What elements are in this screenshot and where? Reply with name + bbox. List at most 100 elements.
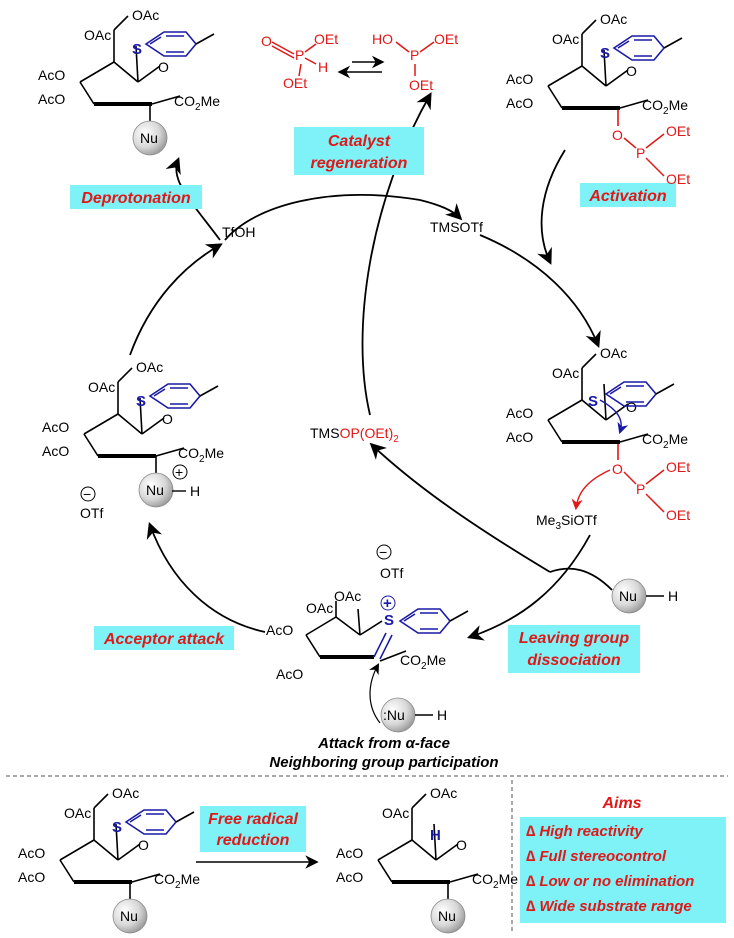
svg-text:S: S [136, 393, 146, 410]
svg-text:OAc: OAc [132, 7, 159, 23]
svg-text:H: H [318, 59, 328, 75]
svg-text:OAc: OAc [84, 27, 111, 43]
svg-text:CO2Me: CO2Me [642, 431, 688, 451]
svg-text:S: S [600, 45, 610, 62]
svg-text:reduction: reduction [217, 832, 290, 849]
svg-text:OEt: OEt [666, 123, 690, 139]
svg-text:O: O [162, 411, 173, 427]
nucleophile-attacking: :Nu H [380, 697, 447, 733]
svg-text:AcO: AcO [266, 622, 293, 638]
svg-text:Nu: Nu [146, 482, 164, 498]
arrow-activation [537, 149, 566, 265]
label-catalyst-regeneration: Catalyst regeneration [294, 127, 424, 175]
caption-neighboring-group: Neighboring group participation [269, 754, 498, 771]
svg-text:P: P [636, 481, 645, 497]
svg-text:AcO: AcO [18, 845, 45, 861]
svg-text:AcO: AcO [506, 429, 533, 445]
svg-text:OEt: OEt [666, 507, 690, 523]
svg-text:AcO: AcO [506, 95, 533, 111]
svg-text:Nu: Nu [619, 588, 637, 604]
svg-text::Nu: :Nu [383, 707, 405, 723]
label-leaving-group-dissociation: Leaving group dissociation [508, 625, 640, 673]
svg-text:OTf: OTf [380, 565, 403, 581]
aim-low-elimination: ∆ Low or no elimination [526, 873, 694, 890]
svg-text:Nu: Nu [438, 908, 456, 924]
svg-text:AcO: AcO [42, 443, 69, 459]
svg-text:O: O [626, 399, 637, 415]
svg-text:Nu: Nu [140, 130, 158, 146]
svg-text:OAc: OAc [600, 11, 627, 27]
arrow-nucleophile-in [549, 567, 613, 591]
svg-text:S: S [132, 41, 142, 58]
reagent-tmsotf: TMSOTf [430, 219, 483, 235]
svg-text:OAc: OAc [334, 588, 361, 604]
svg-text:OAc: OAc [552, 365, 579, 381]
svg-text:OAc: OAc [112, 785, 139, 801]
svg-text:OEt: OEt [409, 77, 433, 93]
svg-text:Acceptor attack: Acceptor attack [103, 631, 225, 648]
svg-text:H: H [668, 588, 678, 604]
svg-text:S: S [384, 612, 394, 629]
nucleophile-incoming: Nu H [611, 578, 678, 614]
svg-text:O: O [456, 837, 467, 853]
svg-text:H: H [430, 827, 441, 844]
arrow-to-tmsop [369, 442, 551, 573]
svg-text:CO2Me: CO2Me [178, 445, 224, 465]
arrow-acceptor-attack [146, 521, 266, 633]
svg-text:−: − [379, 544, 387, 560]
svg-text:OAc: OAc [382, 805, 409, 821]
svg-text:dissociation: dissociation [527, 652, 621, 669]
structure-reduction-substrate: AcO AcO OAc OAc S O CO2Me Nu [18, 785, 200, 934]
aim-wide-substrate: ∆ Wide substrate range [526, 898, 692, 915]
svg-text:OAc: OAc [64, 805, 91, 821]
svg-text:AcO: AcO [506, 405, 533, 421]
svg-text:TMSOP(OEt)2: TMSOP(OEt)2 [310, 425, 399, 445]
svg-text:OAc: OAc [430, 785, 457, 801]
reagent-tfoh: TfOH [222, 224, 255, 240]
svg-text:OEt: OEt [283, 75, 307, 91]
structure-activated-phosphite: AcO AcO OAc OAc S O CO2Me O P OEt OEt [506, 11, 690, 187]
svg-text:regeneration: regeneration [311, 155, 408, 172]
svg-text:O: O [158, 59, 169, 75]
svg-text:AcO: AcO [42, 419, 69, 435]
svg-text:AcO: AcO [506, 71, 533, 87]
arrow-cycle-right [479, 234, 601, 349]
structure-protonated-adduct: AcO AcO OAc OAc S O CO2Me Nu + H [42, 359, 224, 508]
svg-text:CO2Me: CO2Me [472, 871, 518, 891]
svg-text:P: P [636, 145, 645, 161]
svg-text:Catalyst: Catalyst [328, 133, 391, 150]
svg-text:P: P [410, 47, 419, 63]
svg-text:Nu: Nu [120, 908, 138, 924]
svg-text:O: O [612, 461, 623, 477]
structure-sulfonium-intermediate: AcO AcO OAc OAc S + CO2Me [266, 588, 469, 724]
triflate-counterion-bottom: − OTf [376, 544, 403, 581]
phosphite-equilibrium: O P OEt OEt H HO P OEt OEt [261, 31, 458, 93]
structure-reduced-product: AcO AcO OAc OAc H O CO2Me Nu [336, 785, 518, 934]
caption-attack-alpha-face: Attack from α-face [317, 735, 450, 752]
svg-text:AcO: AcO [276, 666, 303, 682]
cycle-arrows [129, 92, 613, 641]
svg-text:OAc: OAc [88, 379, 115, 395]
arrow-leaving-group [466, 534, 591, 641]
svg-text:−: − [83, 486, 91, 502]
svg-text:AcO: AcO [336, 845, 363, 861]
svg-text:AcO: AcO [38, 67, 65, 83]
svg-text:HO: HO [372, 31, 393, 47]
svg-text:OEt: OEt [666, 459, 690, 475]
svg-text:O: O [612, 127, 623, 143]
svg-text:CO2Me: CO2Me [154, 871, 200, 891]
svg-text:OTf: OTf [80, 505, 103, 521]
svg-text:OAc: OAc [136, 359, 163, 375]
svg-text:O: O [261, 33, 272, 49]
label-deprotonation: Deprotonation [70, 185, 202, 209]
svg-text:OEt: OEt [666, 171, 690, 187]
structure-deprotonated-product: AcO AcO OAc OAc S O CO2Me Nu [38, 7, 220, 156]
arrow-tfoh-to-tmsotf [224, 194, 421, 241]
svg-text:Leaving group: Leaving group [519, 630, 629, 647]
structure-silyl-activated: AcO AcO OAc OAc S O CO2Me O P OEt OEt [506, 345, 690, 523]
svg-text:AcO: AcO [18, 869, 45, 885]
svg-text:O: O [138, 837, 149, 853]
reagent-tmsop-oet2: TMSOP(OEt)2 [310, 425, 399, 445]
svg-text:CO2Me: CO2Me [642, 97, 688, 117]
